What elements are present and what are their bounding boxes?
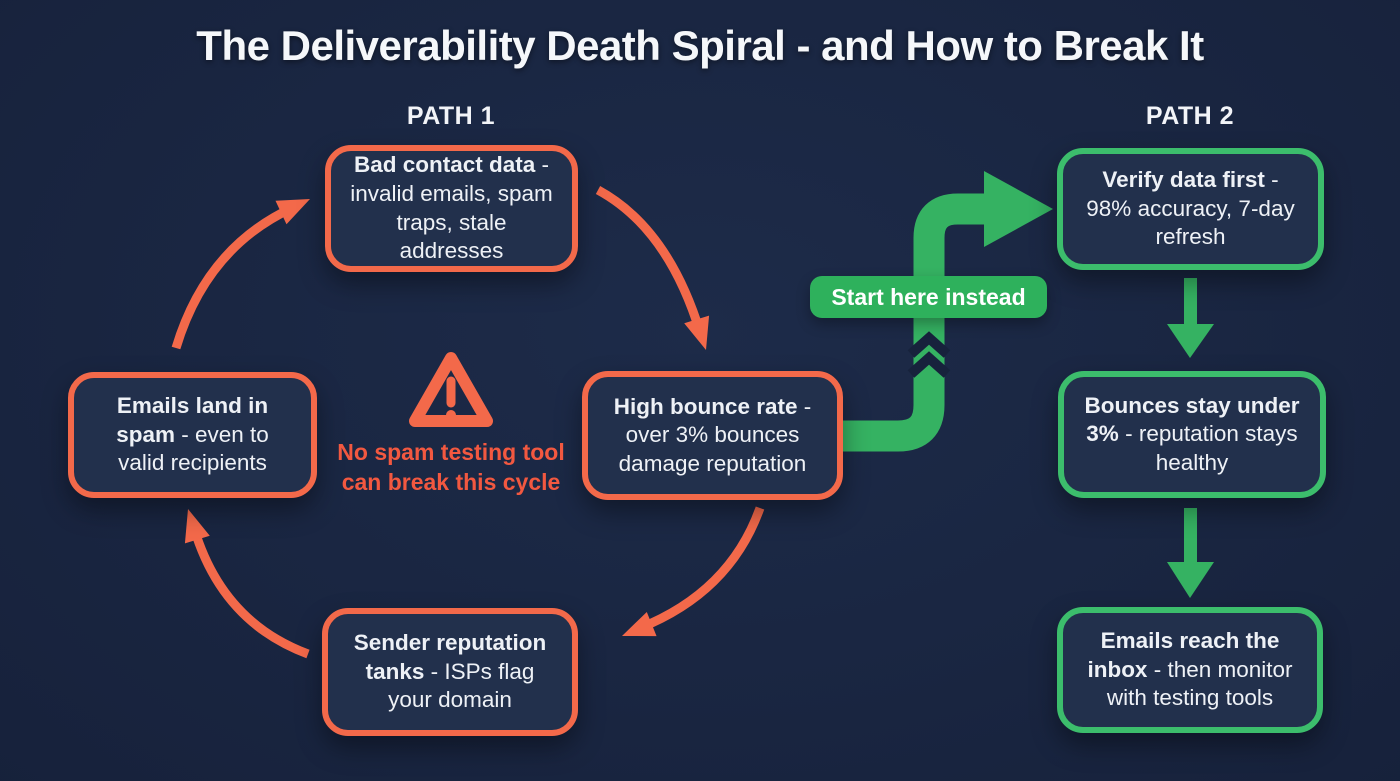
cycle-arrow-right-to-bottom-icon	[622, 506, 765, 637]
card-text: Sender reputation tanks - ISPs flag your…	[353, 630, 547, 713]
cycle-arrow-left-to-top-icon	[171, 199, 310, 350]
cycle-arrow-bottom-to-left-icon	[184, 509, 310, 659]
green-crossover-arrow-icon	[843, 171, 1053, 452]
page-title: The Deliverability Death Spiral - and Ho…	[196, 22, 1204, 69]
path2-down-arrow-2-icon	[1167, 508, 1214, 598]
card-bounces-stay-under: Bounces stay under 3% - reputation stays…	[1058, 371, 1326, 498]
card-emails-reach-inbox: Emails reach the inbox - then monitor wi…	[1057, 607, 1323, 733]
path2-down-arrow-1-icon	[1167, 278, 1214, 358]
card-high-bounce-rate: High bounce rate - over 3% bounces damag…	[582, 371, 843, 500]
card-text: Bounces stay under 3% - reputation stays…	[1084, 392, 1300, 475]
warning-icon	[409, 352, 493, 427]
card-bad-contact-data: Bad contact data - invalid emails, spam …	[325, 145, 578, 272]
card-text: High bounce rate - over 3% bounces damag…	[613, 393, 812, 476]
card-emails-land-in-spam: Emails land in spam - even to valid reci…	[68, 372, 317, 498]
start-here-instead-badge: Start here instead	[810, 276, 1047, 318]
warning-caption: No spam testing tool can break this cycl…	[337, 439, 565, 495]
cycle-arrow-top-to-right-icon	[595, 186, 710, 350]
card-text: Verify data first - 98% accuracy, 7-day …	[1086, 167, 1295, 250]
card-text: Bad contact data - invalid emails, spam …	[350, 152, 553, 264]
card-text: Emails reach the inbox - then monitor wi…	[1087, 628, 1293, 711]
card-sender-reputation-tanks: Sender reputation tanks - ISPs flag your…	[322, 608, 578, 736]
card-text: Emails land in spam - even to valid reci…	[116, 393, 269, 476]
path2-label: PATH 2	[1145, 102, 1235, 130]
path1-label: PATH 1	[406, 102, 496, 130]
card-verify-data-first: Verify data first - 98% accuracy, 7-day …	[1057, 148, 1324, 270]
